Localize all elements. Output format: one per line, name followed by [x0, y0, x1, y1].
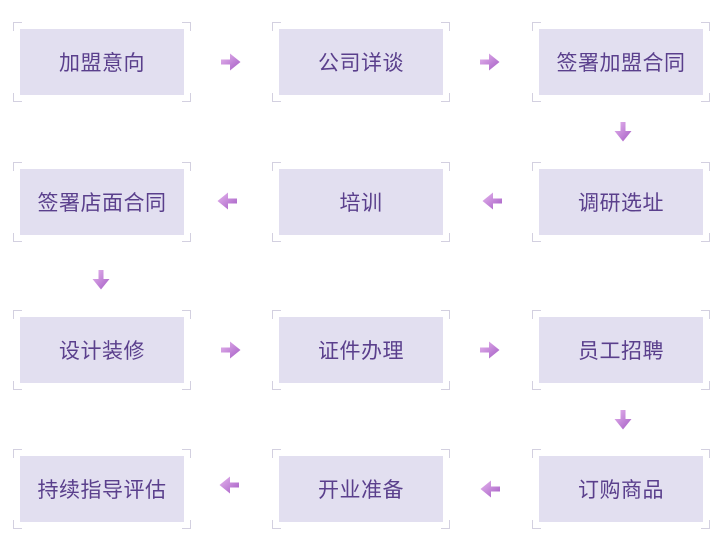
step-label-10: 订购商品 — [539, 456, 703, 522]
step-label-3: 签署加盟合同 — [539, 29, 703, 95]
step-card-5: 培训 — [272, 162, 450, 242]
step-card-6: 签署店面合同 — [13, 162, 191, 242]
step-label-6: 签署店面合同 — [20, 169, 184, 235]
arrow-down-icon — [611, 120, 635, 144]
step-card-1: 加盟意向 — [13, 22, 191, 102]
arrow-left-icon — [217, 473, 241, 497]
step-label-4: 调研选址 — [539, 169, 703, 235]
step-card-10: 订购商品 — [532, 449, 710, 529]
step-label-7: 设计装修 — [20, 317, 184, 383]
arrow-down-icon — [89, 268, 113, 292]
arrow-left-icon — [215, 189, 239, 213]
step-card-3: 签署加盟合同 — [532, 22, 710, 102]
step-label-12: 持续指导评估 — [20, 456, 184, 522]
arrow-left-icon — [478, 477, 502, 501]
step-card-4: 调研选址 — [532, 162, 710, 242]
step-label-9: 员工招聘 — [539, 317, 703, 383]
arrow-right-icon — [478, 50, 502, 74]
arrow-right-icon — [478, 338, 502, 362]
arrow-down-icon — [611, 408, 635, 432]
arrow-right-icon — [219, 338, 243, 362]
step-label-11: 开业准备 — [279, 456, 443, 522]
step-label-5: 培训 — [279, 169, 443, 235]
step-card-9: 员工招聘 — [532, 310, 710, 390]
arrow-right-icon — [219, 50, 243, 74]
step-card-7: 设计装修 — [13, 310, 191, 390]
step-label-2: 公司详谈 — [279, 29, 443, 95]
step-card-8: 证件办理 — [272, 310, 450, 390]
step-card-11: 开业准备 — [272, 449, 450, 529]
step-card-2: 公司详谈 — [272, 22, 450, 102]
step-label-1: 加盟意向 — [20, 29, 184, 95]
step-label-8: 证件办理 — [279, 317, 443, 383]
step-card-12: 持续指导评估 — [13, 449, 191, 529]
arrow-left-icon — [480, 189, 504, 213]
